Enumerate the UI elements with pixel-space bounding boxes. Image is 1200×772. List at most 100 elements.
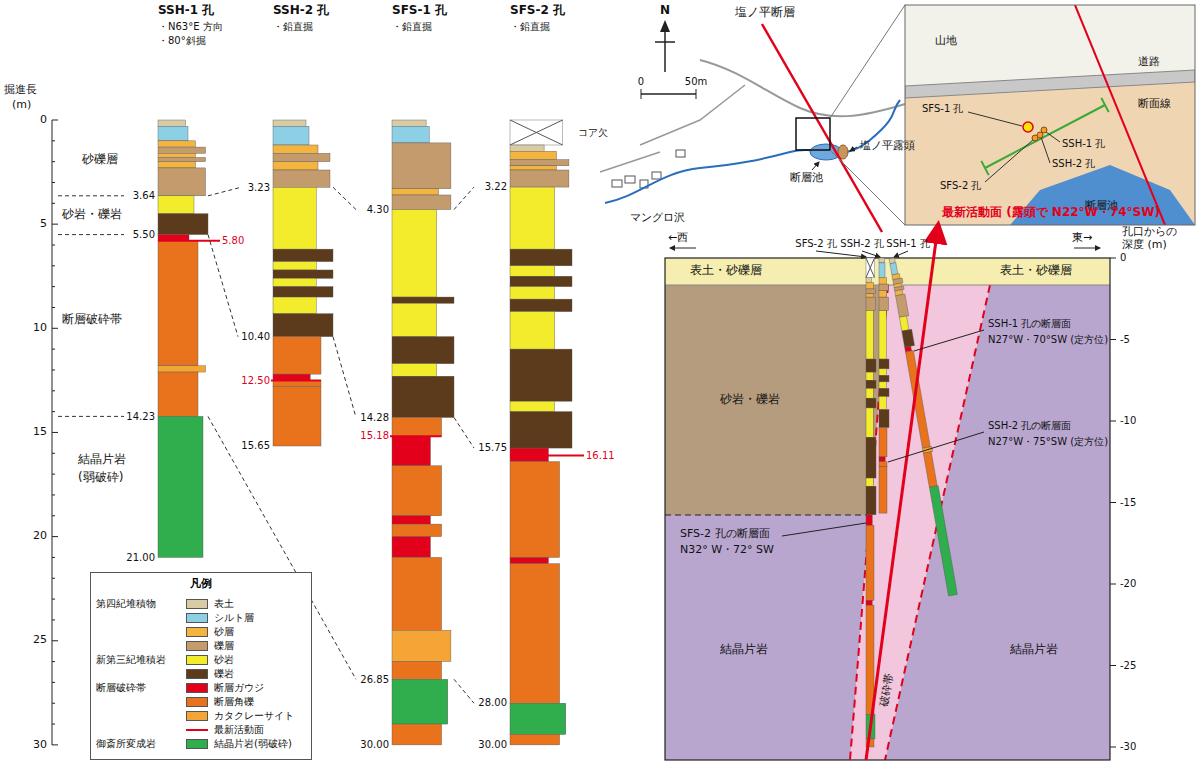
borehole-log xyxy=(510,166,557,170)
section-borehole xyxy=(866,282,874,289)
section-borehole xyxy=(879,382,886,389)
borehole-log xyxy=(510,462,560,558)
legend-swatch xyxy=(186,641,208,651)
tick-label: 10 xyxy=(33,322,47,335)
section-borehole xyxy=(866,278,872,283)
borehole-log xyxy=(510,287,555,299)
section-borehole xyxy=(866,258,875,278)
hole-note: ・N63°E 方向 xyxy=(158,21,223,33)
section-borehole xyxy=(866,605,874,714)
layer-label: 砂岩・礫岩 xyxy=(720,393,780,407)
borehole-log xyxy=(273,153,330,161)
borehole-log xyxy=(510,187,555,249)
borehole-log xyxy=(392,120,426,126)
borehole-log xyxy=(273,287,333,297)
inset-map xyxy=(905,70,1195,98)
borehole-log xyxy=(510,401,555,411)
borehole-log xyxy=(158,416,203,557)
section-borehole xyxy=(879,457,885,462)
depth-axis xyxy=(52,432,58,433)
depth-axis xyxy=(52,536,58,537)
section-borehole xyxy=(879,291,887,298)
section-borehole xyxy=(866,408,873,437)
section-borehole xyxy=(866,486,876,515)
section-borehole xyxy=(879,278,887,285)
borehole-log xyxy=(158,153,196,157)
unit-label: (弱破砕) xyxy=(78,471,123,485)
inset-map xyxy=(905,5,1195,225)
borehole-log xyxy=(273,126,309,145)
depth-axis xyxy=(52,640,58,641)
borehole-log xyxy=(510,412,572,448)
inset-map xyxy=(1041,137,1050,163)
borehole-log xyxy=(273,278,316,286)
depth-value: 15.65 xyxy=(241,440,270,452)
leader-line xyxy=(894,251,908,257)
layer-label: 結晶片岩 xyxy=(720,643,768,657)
borehole-log xyxy=(158,141,196,147)
fault-trace xyxy=(866,226,938,760)
leader-line xyxy=(862,251,880,257)
cross-section xyxy=(665,258,1110,760)
inset-map xyxy=(985,139,1034,182)
leader-line xyxy=(1074,248,1100,249)
depth-value: 14.23 xyxy=(126,411,155,423)
depth-tick xyxy=(1110,339,1116,340)
borehole-log xyxy=(273,249,333,261)
section-borehole xyxy=(899,316,909,331)
section-borehole xyxy=(866,289,876,294)
depth-axis xyxy=(52,203,55,204)
location-map xyxy=(850,147,857,151)
hole-name: SFS-2 孔 xyxy=(510,4,565,18)
depth-value: 3.23 xyxy=(248,182,270,194)
hole-name: SFS-2 孔 xyxy=(795,238,836,250)
borehole-log xyxy=(510,703,566,734)
borehole-log xyxy=(510,249,572,266)
borehole-log xyxy=(510,145,544,151)
depth-value: 21.00 xyxy=(126,552,155,564)
section-borehole xyxy=(889,257,958,596)
borehole-log xyxy=(510,170,569,187)
depth-tick xyxy=(1110,258,1116,259)
borehole-log xyxy=(510,266,555,276)
borehole-log xyxy=(273,120,306,126)
borehole-log xyxy=(392,364,437,376)
legend-text: 断層ガウジ xyxy=(214,682,264,694)
legend-swatch xyxy=(186,683,208,693)
unit-label: 結晶片岩 xyxy=(78,453,126,467)
depth-tick xyxy=(1110,747,1116,748)
location-map xyxy=(612,150,685,188)
section-borehole xyxy=(866,258,875,278)
depth-axis xyxy=(52,182,55,183)
inset-map xyxy=(968,112,1022,126)
borehole-log xyxy=(273,187,316,249)
section-borehole xyxy=(902,329,915,347)
legend-swatch xyxy=(186,697,208,707)
location-map xyxy=(830,5,905,118)
depth-axis xyxy=(52,328,58,329)
section-borehole xyxy=(879,410,889,428)
hole-note: ・鉛直掘 xyxy=(392,21,432,33)
legend-swatch xyxy=(186,711,208,721)
borehole-log xyxy=(510,276,572,286)
hole-name: SFS-2 孔 xyxy=(940,180,981,192)
inset-map xyxy=(1046,132,1060,142)
borehole-log xyxy=(392,537,430,558)
hole-name: SSH-1 孔 xyxy=(886,238,929,250)
fault-depth: 16.11 xyxy=(586,450,615,462)
section-borehole xyxy=(866,388,873,398)
borehole-log xyxy=(392,126,429,143)
direction-label: ←西 xyxy=(668,232,688,245)
legend-text: 表土 xyxy=(214,598,234,610)
section-borehole xyxy=(866,372,873,380)
callout-value: N32° W・72° SW xyxy=(680,544,774,557)
borehole-log xyxy=(158,157,206,161)
location-map xyxy=(641,89,642,99)
borehole-log xyxy=(392,189,439,195)
location-map xyxy=(655,41,675,43)
borehole-log xyxy=(158,162,196,168)
callout-title: SSH-1 孔の断層面 xyxy=(988,318,1071,330)
hole-note: ・鉛直掘 xyxy=(273,21,313,33)
unit-boundary-line xyxy=(58,195,124,196)
